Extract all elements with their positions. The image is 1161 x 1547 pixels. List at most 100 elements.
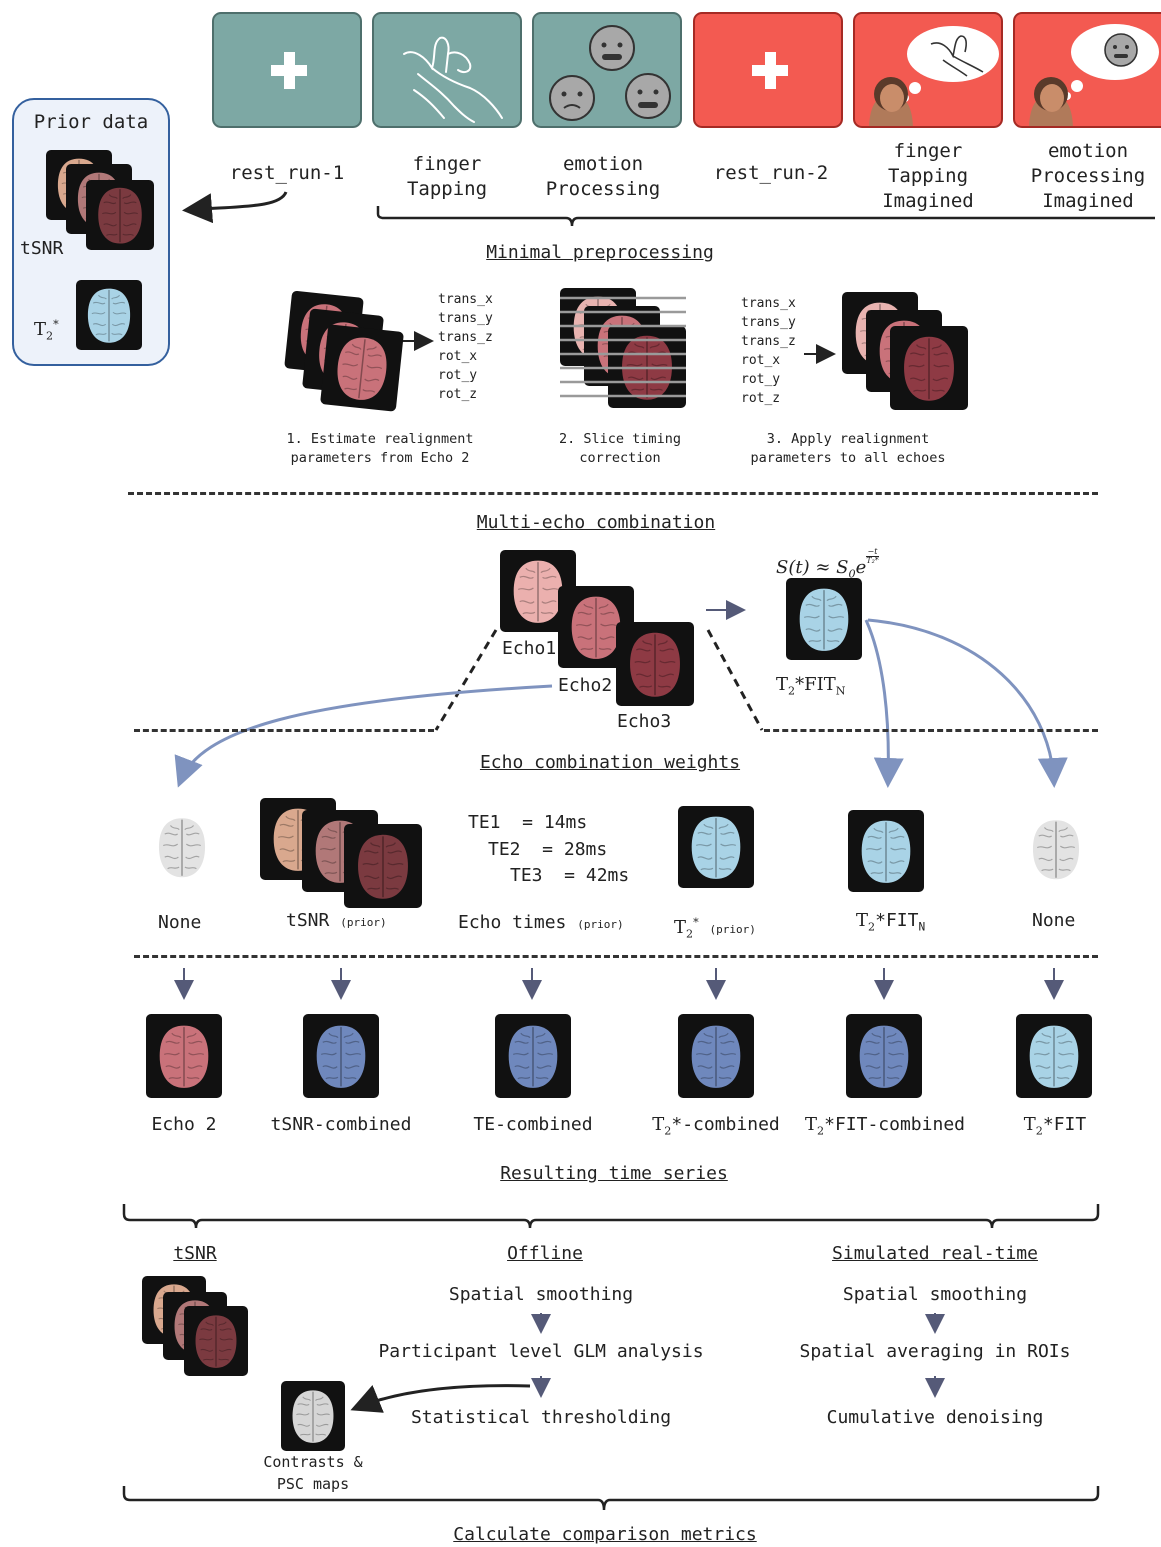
label-line: emotion (1047, 140, 1129, 162)
caption-line: 3. Apply realignment (766, 431, 930, 447)
brain-tile-result-tsnr (303, 1014, 379, 1098)
task-box-emotion-processing-imagined (1013, 12, 1161, 128)
caption-line: correction (579, 450, 661, 466)
prior-tag: (prior) (709, 923, 756, 936)
preprocessing-title: Minimal preprocessing (486, 242, 714, 263)
label-line: Processing (545, 178, 661, 200)
task-label-emotion-processing-imagined: emotion Processing Imagined (1013, 139, 1161, 214)
te-line: TE3 = 42ms (510, 865, 630, 886)
realtime-step-1: Spatial smoothing (842, 1284, 1028, 1305)
faces-icon (549, 25, 671, 121)
arrow-to-contrasts (350, 1384, 531, 1413)
brain-tile-result-echo2 (146, 1014, 222, 1098)
brace-tasks (376, 206, 1155, 227)
weights-title: Echo combination weights (479, 752, 741, 773)
brain-tile-weights-maroon (344, 824, 422, 908)
params-list-a: trans_x trans_y trans_z rot_x rot_y rot_… (438, 290, 493, 404)
t2-sub: 2 (686, 927, 694, 941)
step1-caption: 1. Estimate realignment parameters from … (260, 430, 500, 468)
brain-tile-step1-c (320, 324, 404, 412)
t2-sub: 2 (664, 1124, 672, 1138)
step3-caption: 3. Apply realignment parameters to all e… (728, 430, 968, 468)
label-line: Imagined (1042, 190, 1134, 212)
task-box-rest-run-2 (693, 12, 843, 128)
formula-e: e (855, 557, 867, 578)
separator-2-left (134, 729, 434, 732)
task-label-emotion-processing: emotion Processing (528, 152, 678, 202)
task-label-rest-run-1: rest_run-1 (229, 162, 345, 184)
formula-lhs: S(t) ≈ S (776, 557, 849, 578)
contrasts-line: Contrasts & (263, 1453, 363, 1471)
funnel-right (706, 629, 764, 731)
label-line: Imagined (882, 190, 974, 212)
weight-none-left: None (158, 912, 202, 933)
step2-caption: 2. Slice timing correction (530, 430, 710, 468)
result-label-tsnr-combined: tSNR-combined (270, 1114, 412, 1135)
param: rot_z (438, 387, 478, 402)
param: trans_x (741, 296, 796, 311)
echo1-label: Echo1 (500, 636, 559, 661)
task-box-emotion-processing (532, 12, 682, 128)
fit-n-sub: N (835, 684, 846, 698)
separator-2-right (764, 729, 1098, 732)
task-box-rest-run-1 (212, 12, 362, 128)
offline-step-1: Spatial smoothing (448, 1284, 634, 1305)
param: trans_z (741, 334, 796, 349)
person-thought-hand-icon (869, 26, 999, 126)
label-line: finger (893, 140, 963, 162)
brain-tile-echo3 (616, 622, 694, 706)
brain-tile-t2 (76, 280, 142, 350)
fit-text: *FIT (795, 674, 836, 695)
prior-tsnr-label: tSNR (20, 238, 64, 259)
brain-none-left (146, 806, 218, 888)
echo-times-list: TE1 = 14ms TE2 = 28ms TE3 = 42ms (468, 810, 629, 890)
params-list-b: trans_x trans_y trans_z rot_x rot_y rot_… (741, 294, 796, 408)
result-label-t2fit-combined: T2*FIT-combined (796, 1112, 974, 1144)
result-label-t2-combined: T2*-combined (640, 1112, 792, 1144)
realtime-step-3: Cumulative denoising (826, 1407, 1044, 1428)
brain-tile-maroon (86, 180, 154, 250)
task-box-finger-tapping (372, 12, 522, 128)
result-label-t2fit: T2*FIT (1000, 1112, 1110, 1144)
contrasts-label: Contrasts & PSC maps (240, 1451, 386, 1495)
prior-tag: (prior) (340, 916, 387, 929)
final-title: Calculate comparison metrics (453, 1524, 757, 1545)
slice-lines (560, 296, 686, 398)
results-title: Resulting time series (500, 1163, 728, 1184)
weight-t2: T2* (prior) (674, 910, 756, 947)
caption-line: 2. Slice timing (559, 431, 681, 447)
label-rest: *FIT (1042, 1114, 1087, 1135)
result-label-echo2: Echo 2 (151, 1114, 217, 1135)
offline-step-3: Statistical thresholding (410, 1407, 672, 1428)
t2-sup: * (53, 318, 59, 331)
formula-exp-den: T₂* (866, 556, 879, 565)
t2-base: T (652, 1114, 665, 1135)
t2fitn-label: T2*FITN (776, 672, 846, 704)
brain-tile-result-t2 (678, 1014, 754, 1098)
param: rot_y (741, 372, 781, 387)
prior-data-panel: Prior data tSNR T2* (12, 98, 170, 366)
te-line: TE1 = 14ms (468, 812, 588, 833)
fit-n-sub: N (918, 920, 926, 934)
caption-line: parameters to all echoes (750, 450, 946, 466)
label-line: emotion (562, 153, 644, 175)
t2-sup: * (693, 916, 699, 929)
brain-tile-contrasts (281, 1381, 345, 1451)
t2-sub: 2 (46, 329, 54, 343)
param: rot_z (741, 391, 781, 406)
brace-analysis (122, 1204, 1100, 1229)
te-line: TE2 = 28ms (488, 838, 608, 860)
echo2-label: Echo2 (556, 673, 615, 698)
result-label-te-combined: TE-combined (473, 1114, 593, 1135)
weight-tsnr: tSNR (prior) (286, 908, 387, 935)
label-rest: *FIT-combined (824, 1114, 965, 1135)
t2-sub: 2 (1035, 1124, 1043, 1138)
brace-final (122, 1486, 1100, 1511)
t2-base: T (776, 674, 789, 695)
separator-3 (134, 955, 1098, 958)
param: trans_y (438, 311, 493, 326)
label-line: finger (412, 153, 482, 175)
